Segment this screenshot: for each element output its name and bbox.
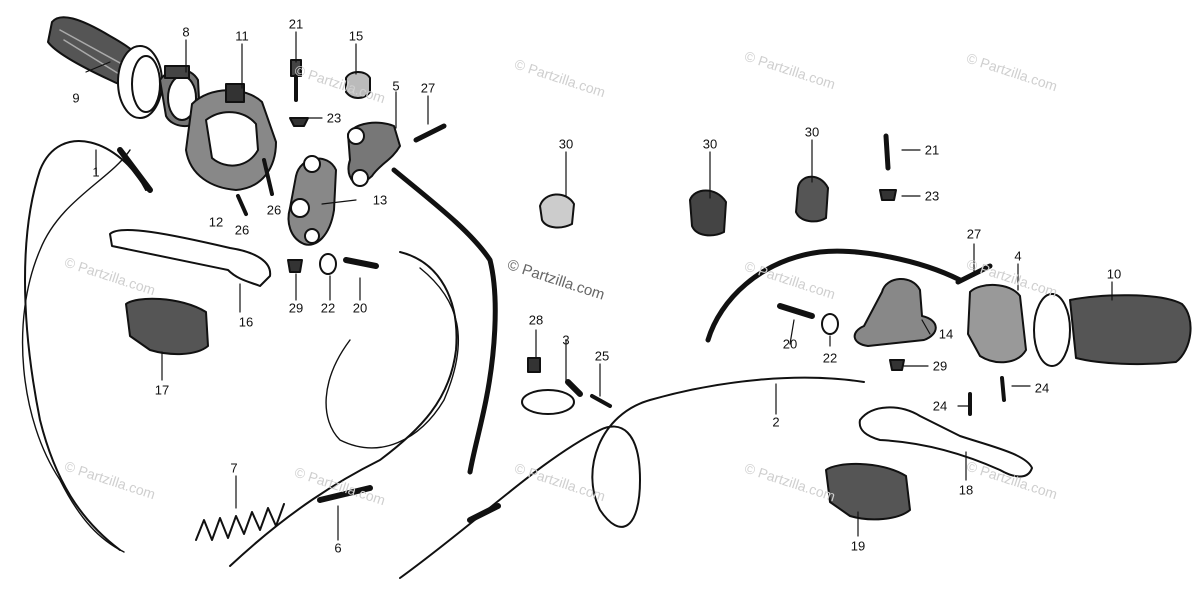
- callout-15: 15: [348, 28, 364, 44]
- callout-17: 17: [154, 382, 170, 398]
- callout-23-left: 23: [326, 110, 342, 126]
- nut-23-right: [879, 189, 897, 201]
- callout-26-b: 26: [234, 222, 250, 238]
- bolt-21-right: [883, 133, 891, 171]
- bolts-24: [968, 376, 1006, 416]
- callout-4: 4: [1014, 248, 1022, 264]
- callout-19: 19: [850, 538, 866, 554]
- callout-21-left: 21: [288, 16, 304, 32]
- callout-28: 28: [528, 312, 544, 328]
- bolt-21-left: [290, 59, 302, 102]
- callout-23-right: 23: [924, 188, 940, 204]
- callout-14: 14: [938, 326, 954, 342]
- callout-27-left: 27: [420, 80, 436, 96]
- callout-9: 9: [72, 90, 80, 106]
- callout-6: 6: [334, 540, 342, 556]
- wire-clamp-30-b: [689, 189, 727, 237]
- callout-29-left: 29: [288, 300, 304, 316]
- left-grip-part: [47, 16, 163, 119]
- nut-23-left: [289, 117, 309, 127]
- clutch-bracket-part: [347, 121, 401, 187]
- right-grip-10: [1033, 293, 1192, 367]
- callout-12: 12: [208, 214, 224, 230]
- lever-holder-14: [853, 278, 937, 347]
- clutch-lever-part: [109, 229, 272, 287]
- callout-25: 25: [594, 348, 610, 364]
- callout-5: 5: [392, 78, 400, 94]
- callout-18: 18: [958, 482, 974, 498]
- callout-29-right: 29: [932, 358, 948, 374]
- wire-clamp-30-a: [539, 193, 575, 229]
- callout-24-b: 24: [932, 398, 948, 414]
- nut-28: [527, 357, 541, 373]
- callout-3: 3: [562, 332, 570, 348]
- callout-16: 16: [238, 314, 254, 330]
- callout-30-c: 30: [804, 124, 820, 140]
- callout-13: 13: [372, 192, 388, 208]
- throttle-cable-6: [229, 251, 460, 567]
- wire-clamp-30-c: [795, 175, 829, 223]
- leader-lines: [85, 31, 1113, 541]
- callout-10: 10: [1106, 266, 1122, 282]
- right-wiring-harness: [705, 248, 963, 343]
- switch-assembly-17: [125, 297, 209, 356]
- left-small-hardware: [287, 253, 379, 275]
- bolt-25: [590, 394, 612, 408]
- cap-15: [345, 71, 371, 99]
- callout-22-left: 22: [320, 300, 336, 316]
- callout-8: 8: [182, 24, 190, 40]
- lever-holder-part: [287, 155, 337, 246]
- screw-26-left: [236, 158, 274, 216]
- callout-20-right: 20: [782, 336, 798, 352]
- throttle-housing-part: [185, 83, 277, 191]
- switch-housing-4: [967, 284, 1027, 364]
- callout-27-right: 27: [966, 226, 982, 242]
- right-small-hardware: [777, 303, 905, 371]
- callout-24-a: 24: [1034, 380, 1050, 396]
- callout-26-a: 26: [266, 202, 282, 218]
- clutch-cable-1: [21, 140, 153, 553]
- callout-21-right: 21: [924, 142, 940, 158]
- switch-assembly-19: [825, 463, 911, 521]
- callout-7: 7: [230, 460, 238, 476]
- bolt-27-left: [413, 123, 447, 143]
- callout-30-a: 30: [558, 136, 574, 152]
- callout-2: 2: [772, 414, 780, 430]
- callout-22-right: 22: [822, 350, 838, 366]
- callout-11: 11: [235, 28, 249, 44]
- callout-30-b: 30: [702, 136, 718, 152]
- callout-1: 1: [92, 164, 100, 180]
- left-wiring-harness: [391, 167, 498, 475]
- cable-clamp-3: [521, 379, 583, 415]
- callout-20-left: 20: [352, 300, 368, 316]
- spring-part: [195, 503, 285, 541]
- brake-lever-18: [858, 406, 1033, 478]
- brake-cable-2: [399, 376, 865, 579]
